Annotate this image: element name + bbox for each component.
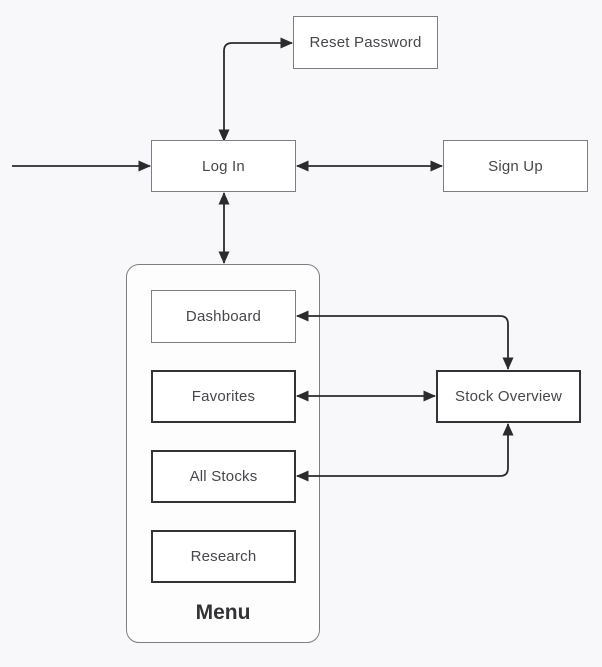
menu-group-label: Menu	[195, 601, 251, 624]
node-sign-up: Sign Up	[443, 140, 588, 192]
node-research-label: Research	[190, 548, 257, 565]
connector-allstocks-stockoverview	[296, 423, 514, 482]
node-dashboard: Dashboard	[151, 290, 296, 343]
node-research: Research	[151, 530, 296, 583]
node-log-in: Log In	[151, 140, 296, 192]
node-reset-password-label: Reset Password	[309, 34, 422, 51]
node-log-in-label: Log In	[202, 157, 245, 175]
node-sign-up-label: Sign Up	[488, 157, 543, 175]
node-stock-overview-label: Stock Overview	[455, 388, 562, 405]
node-favorites-label: Favorites	[191, 388, 256, 405]
node-all-stocks-label: All Stocks	[189, 468, 258, 485]
connector-dashboard-stockoverview	[296, 310, 514, 370]
node-all-stocks: All Stocks	[151, 450, 296, 503]
node-stock-overview: Stock Overview	[436, 370, 581, 423]
connector-login-resetpassword	[218, 37, 293, 142]
node-favorites: Favorites	[151, 370, 296, 423]
node-dashboard-label: Dashboard	[185, 308, 262, 325]
node-reset-password: Reset Password	[293, 16, 438, 69]
